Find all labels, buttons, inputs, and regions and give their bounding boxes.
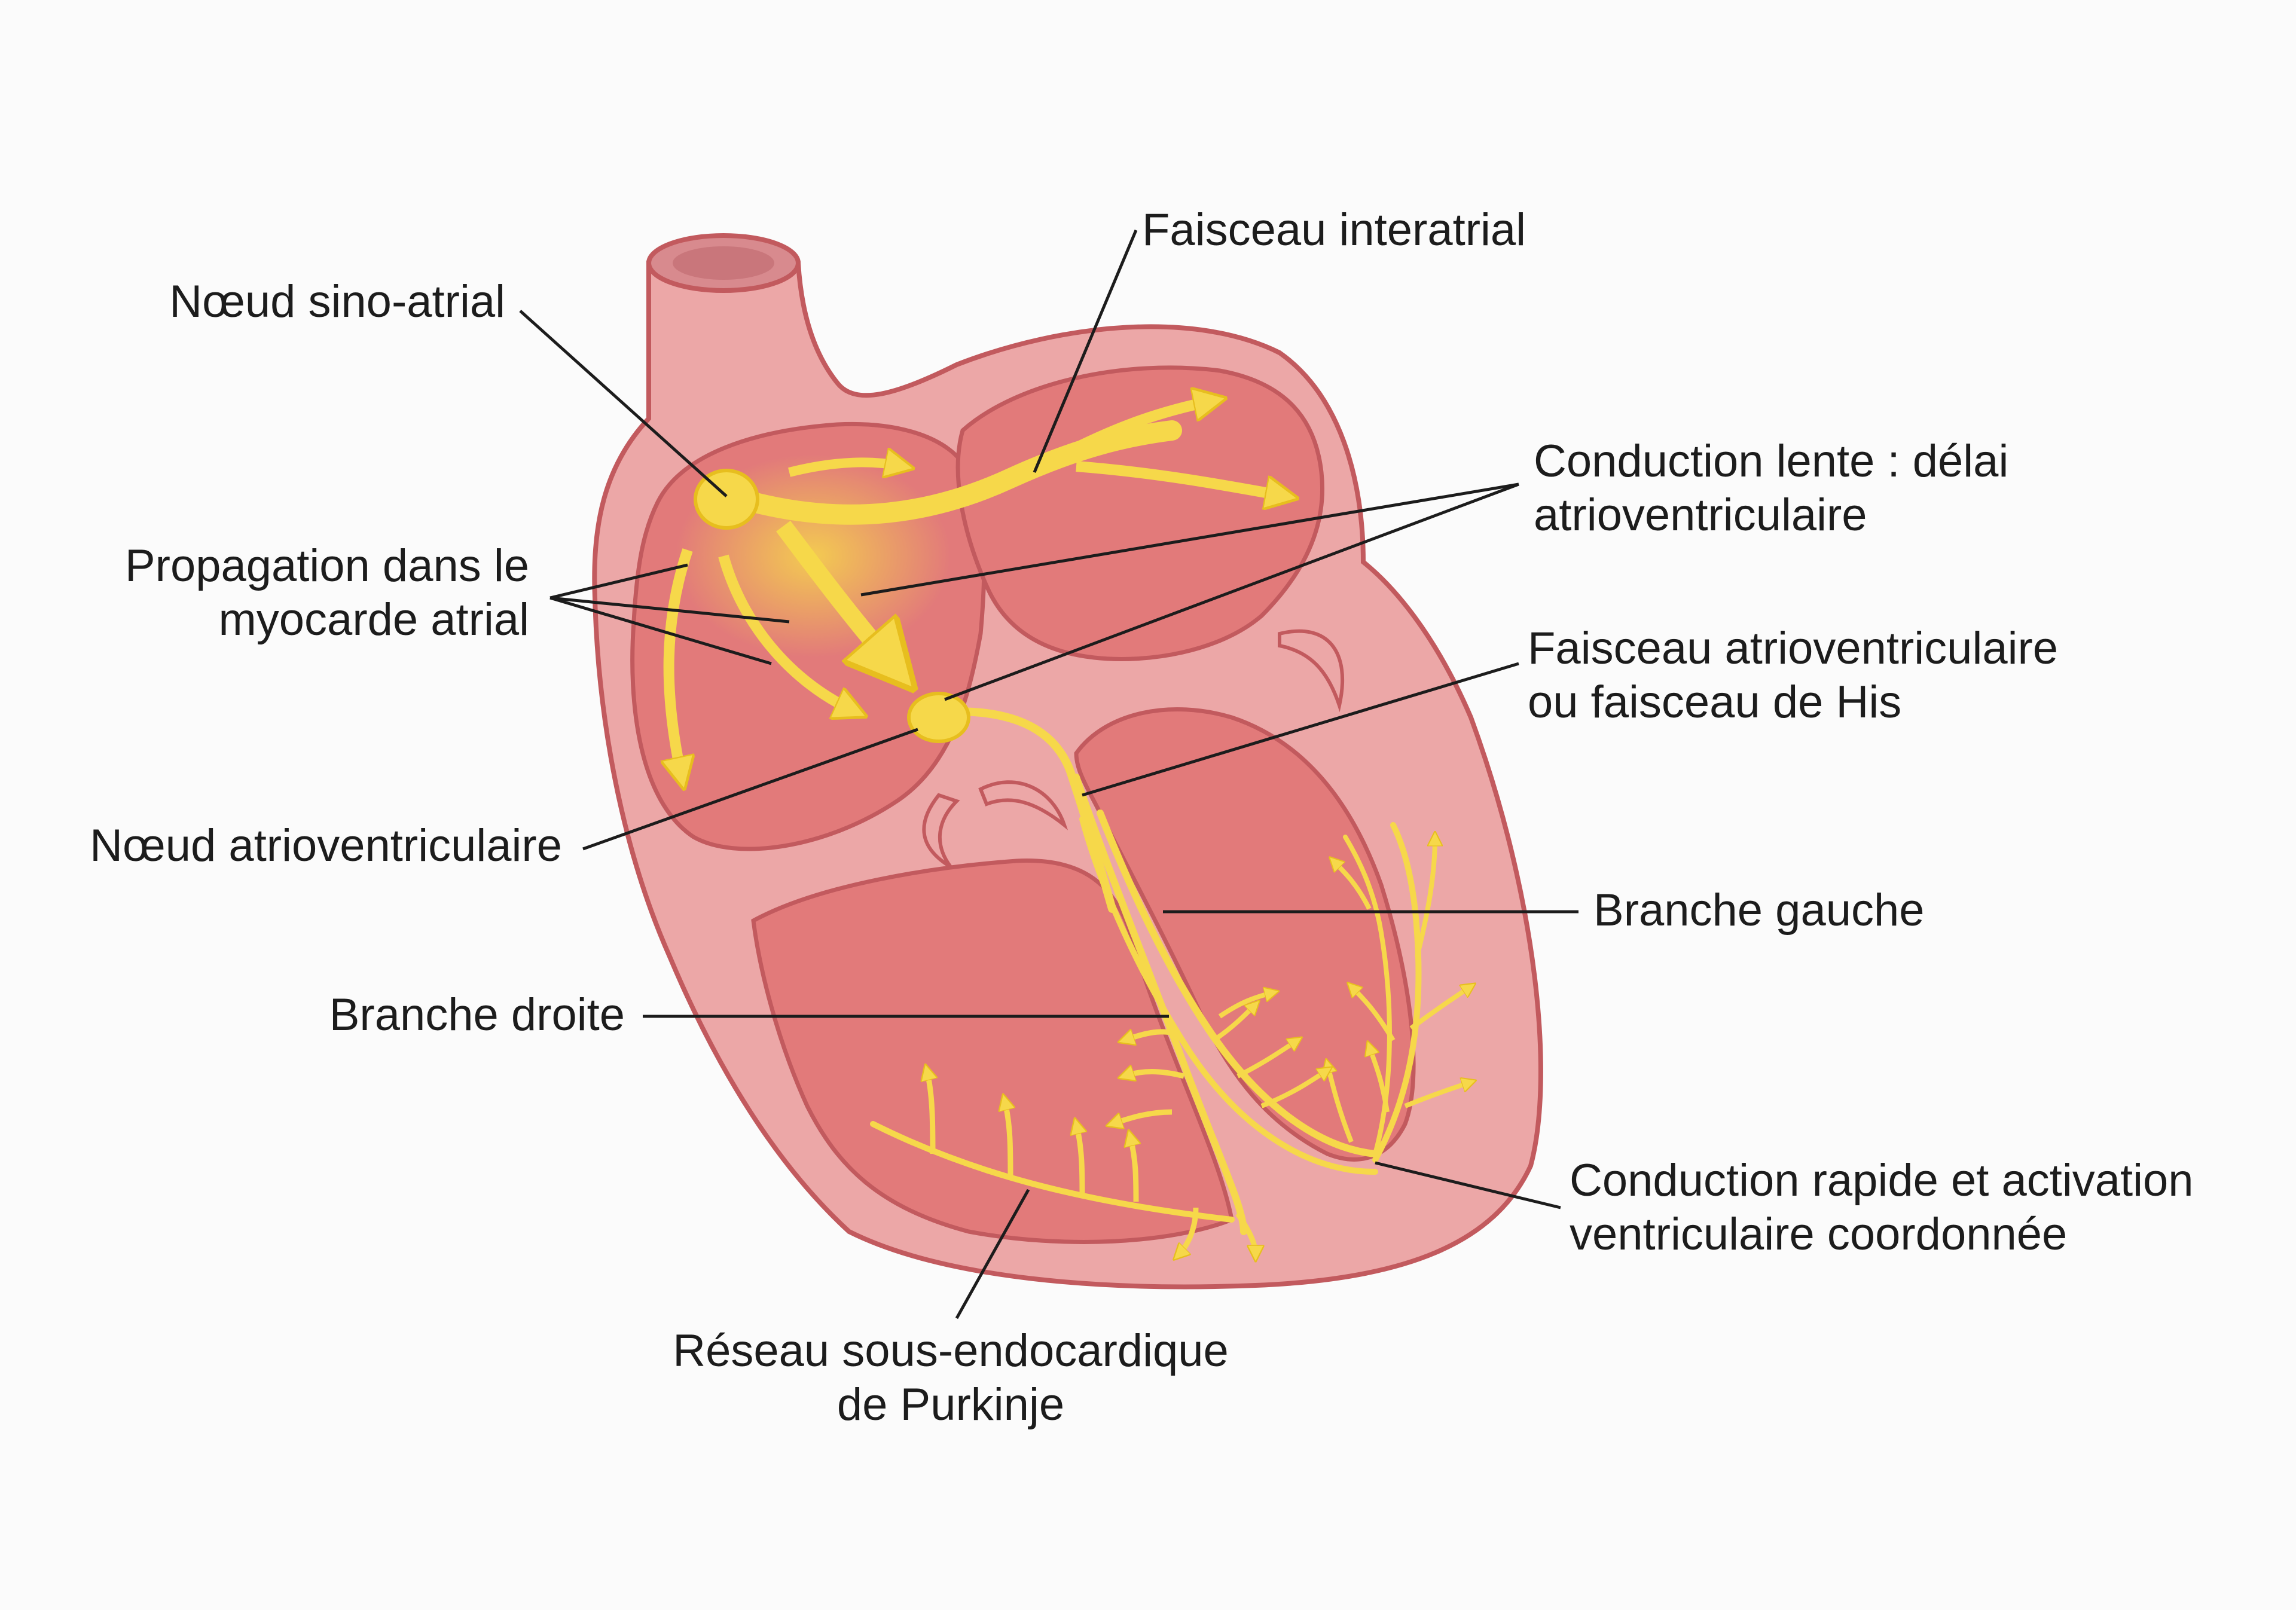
leader-av-node (582, 728, 918, 851)
internodal-arrow (776, 520, 897, 670)
labels: Nœud sino-atrial Faisceau interatrial Co… (90, 204, 2193, 1430)
label-slow-conduction-1: Conduction lente : délai (1534, 436, 2008, 487)
purkinje-arrow (1409, 986, 1471, 1031)
leader-fast (1375, 1161, 1561, 1209)
purkinje-arrow (1415, 837, 1435, 957)
conduction-system (669, 401, 1471, 1255)
left-bundle-branch (1097, 809, 1379, 1157)
purkinje-arrow (1351, 986, 1396, 1042)
purkinje-arrow (1236, 1040, 1297, 1079)
label-fast-conduction-2: ventriculaire coordonnée (1570, 1209, 2067, 1260)
atrial-arrow-down (669, 548, 688, 777)
label-av-node: Nœud atrioventriculaire (90, 820, 562, 871)
purkinje-arrow (1235, 1212, 1256, 1255)
label-purkinje-2: de Purkinje (837, 1379, 1064, 1430)
purkinje-arrow (1076, 1124, 1082, 1196)
left-ventricle (1074, 707, 1416, 1162)
purkinje-arrow (1218, 992, 1274, 1019)
label-purkinje-1: Réseau sous-endocardique (673, 1325, 1229, 1376)
tricuspid-flap (922, 793, 960, 869)
av-node (907, 692, 970, 743)
purkinje-arrow (1212, 1004, 1256, 1043)
purkinje-arrow (1260, 1070, 1327, 1108)
leader-slow-2 (944, 482, 1519, 701)
label-fast-conduction-1: Conduction rapide et activation (1570, 1155, 2194, 1206)
mitral-flap (1278, 629, 1345, 713)
leader-atrial-2 (549, 596, 790, 624)
leader-purkinje (955, 1189, 1030, 1319)
interatrial-arrow-upper (1037, 401, 1214, 471)
purkinje-arrow (1369, 1046, 1390, 1113)
purkinje-arrow (1404, 1082, 1471, 1108)
label-left-branch: Branche gauche (1593, 885, 1925, 936)
purkinje-arrow (1178, 1207, 1199, 1255)
aorta-lumen (673, 246, 774, 280)
interatrial-arrow-lower (1076, 461, 1286, 496)
purkinje-arrow (927, 1070, 933, 1154)
left-bundle-branch-inner (1079, 816, 1378, 1175)
label-interatrial: Faisceau interatrial (1142, 204, 1526, 255)
leader-lines (519, 230, 1578, 1319)
purkinje-arrow (1124, 1072, 1185, 1077)
interatrial-bundle (743, 420, 1182, 525)
leader-his (1082, 662, 1519, 797)
purkinje-arrow (1112, 1109, 1173, 1124)
leader-slow-1 (860, 482, 1519, 597)
label-atrial-propagation-2: myocarde atrial (218, 594, 529, 645)
leader-interatrial (1033, 230, 1138, 473)
leader-atrial-1 (549, 563, 688, 600)
sa-arrow-right (788, 462, 903, 472)
label-his-1: Faisceau atrioventriculaire (1528, 623, 2058, 674)
label-atrial-propagation-1: Propagation dans le (125, 540, 529, 591)
sa-node (694, 469, 759, 530)
purkinje-arrow (1004, 1100, 1010, 1178)
purkinje-arrow (1333, 861, 1372, 910)
label-slow-conduction-2: atrioventriculaire (1534, 490, 1867, 540)
leader-atrial-3 (549, 596, 772, 665)
label-sa-node: Nœud sino-atrial (169, 276, 505, 327)
label-his-2: ou faisceau de His (1528, 677, 1901, 728)
purkinje-right-main (870, 1121, 1235, 1223)
atrial-arrow-mid (718, 554, 855, 711)
purkinje-left-outer (1372, 822, 1422, 1163)
label-right-branch: Branche droite (329, 989, 625, 1040)
purkinje-arrow (1124, 1032, 1179, 1040)
septal-flap (978, 780, 1068, 830)
purkinje-arrow (1130, 1136, 1136, 1202)
leader-sa-node (519, 310, 728, 497)
right-bundle-branch (1073, 774, 1247, 1235)
